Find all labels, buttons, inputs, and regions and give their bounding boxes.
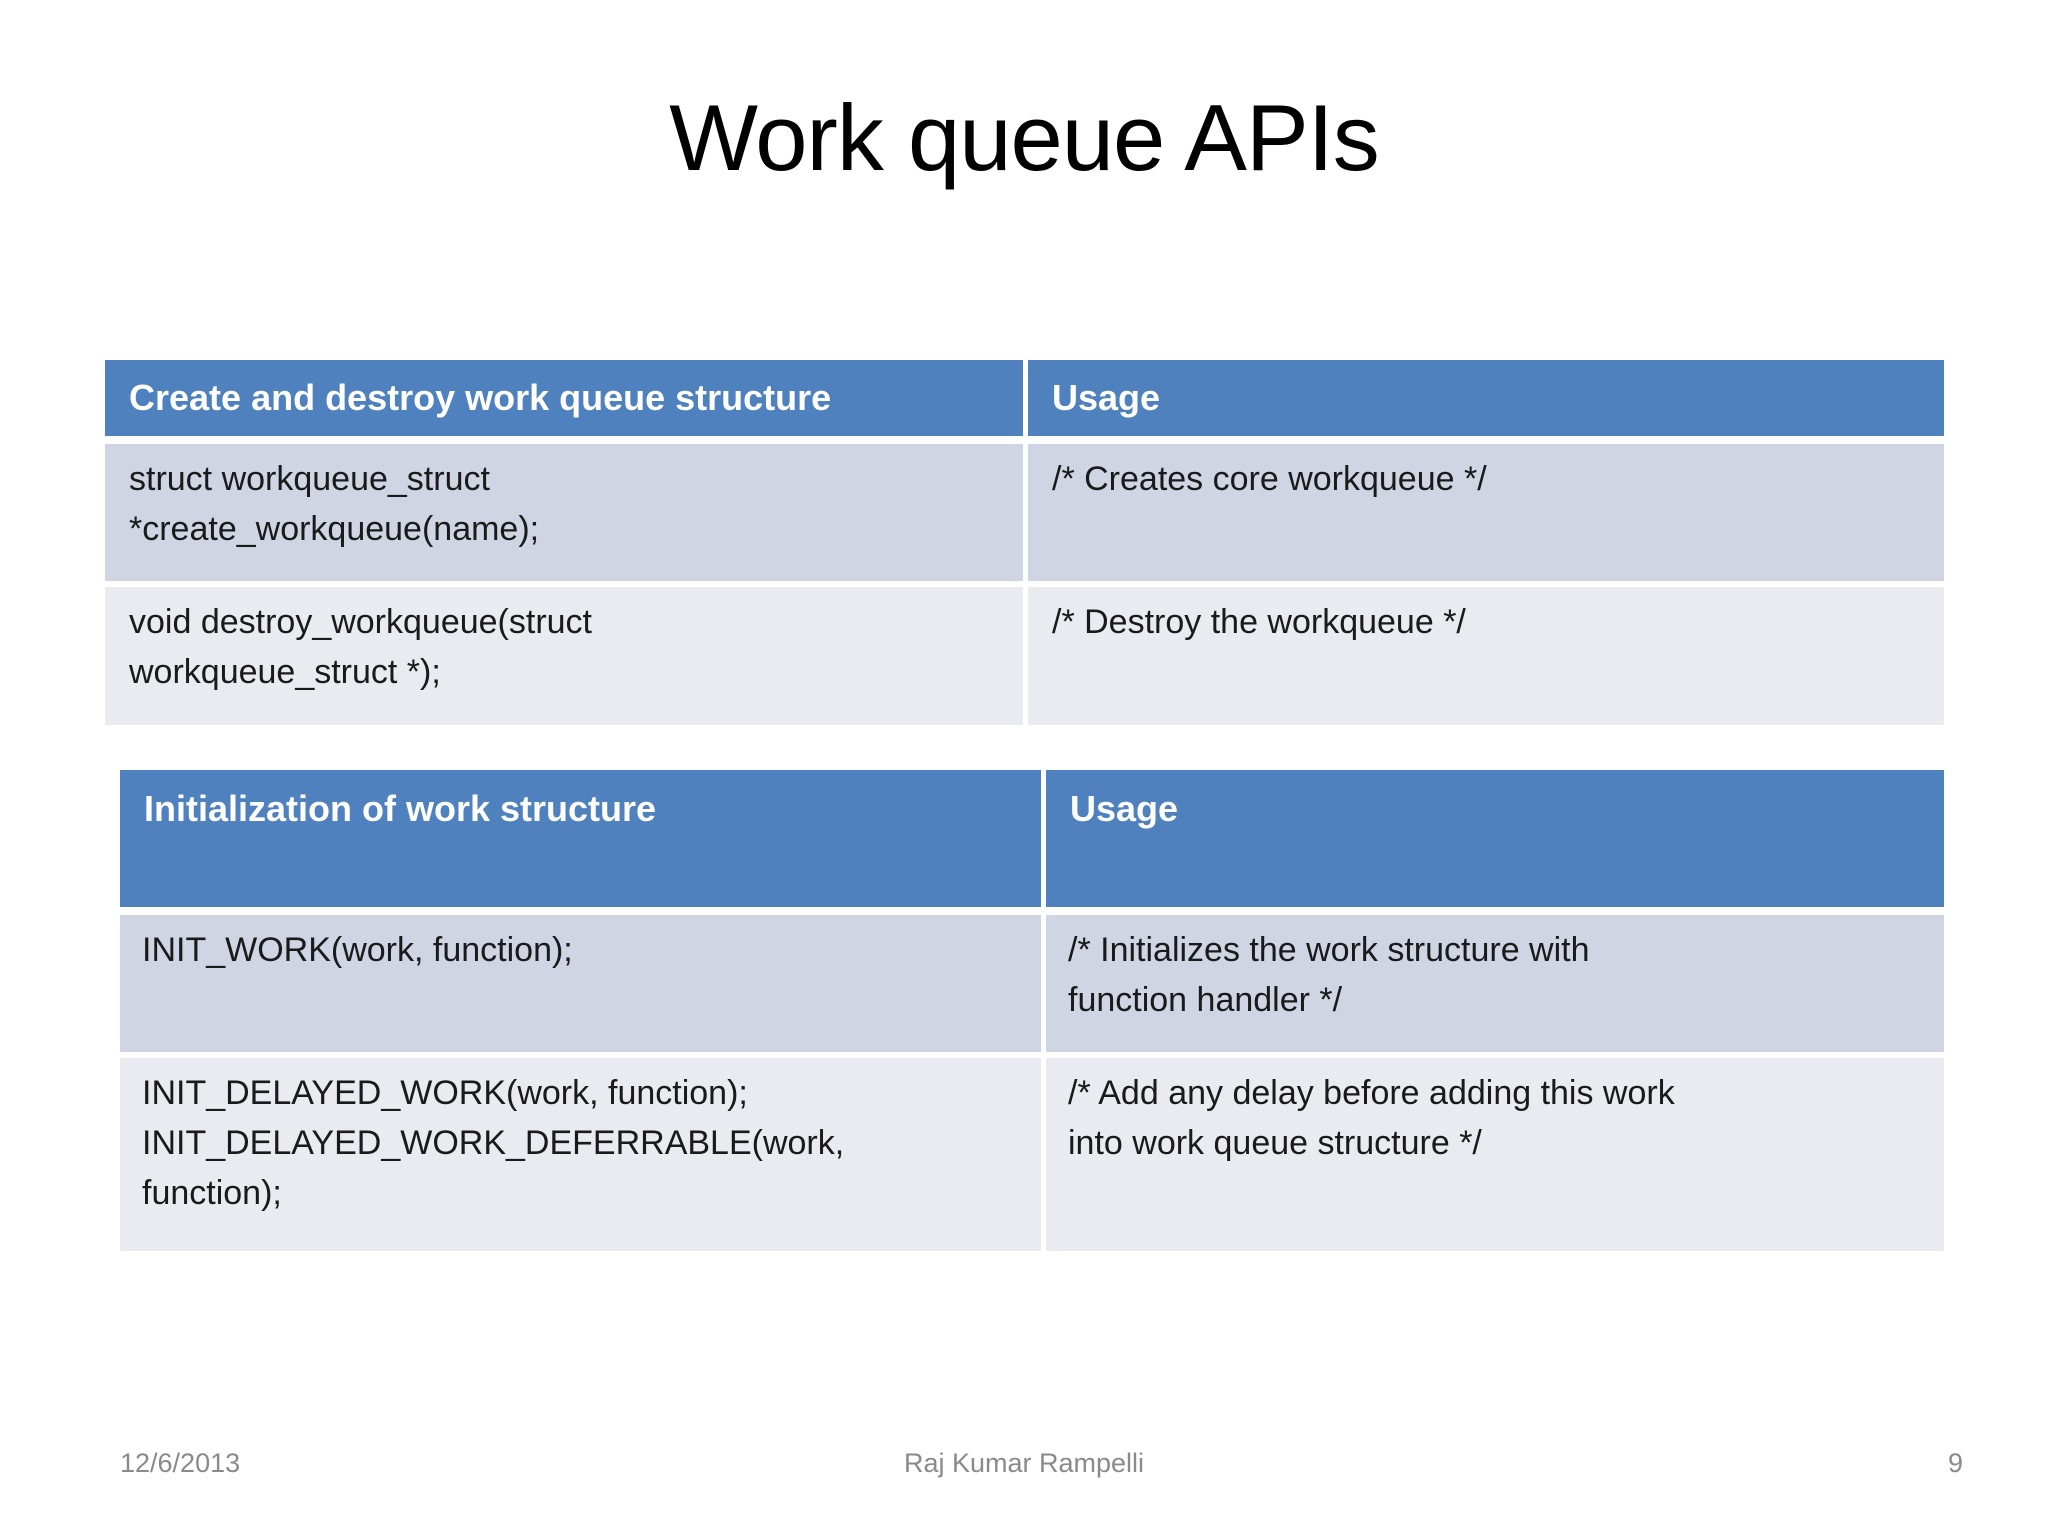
table-row: struct workqueue_struct *create_workqueu…	[105, 444, 1944, 581]
usage-cell-create-workqueue: /* Creates core workqueue */	[1028, 444, 1944, 581]
footer-author: Raj Kumar Rampelli	[903, 1448, 1145, 1478]
table-row: void destroy_workqueue(struct workqueue_…	[105, 587, 1944, 725]
slide-footer: 12/6/2013 Raj Kumar Rampelli 9	[0, 1448, 2048, 1488]
api-cell-init-delayed-work: INIT_DELAYED_WORK(work, function); INIT_…	[120, 1058, 1041, 1251]
usage-cell-destroy-workqueue: /* Destroy the workqueue */	[1028, 587, 1944, 725]
slide-title: Work queue APIs	[669, 85, 1380, 190]
footer-date: 12/6/2013	[120, 1448, 241, 1478]
table-header-row: Create and destroy work queue structure …	[105, 360, 1944, 436]
api-cell-create-workqueue: struct workqueue_struct *create_workqueu…	[105, 444, 1023, 581]
footer-page-number: 9	[1947, 1448, 1963, 1478]
usage-cell-init-work: /* Initializes the work structure with f…	[1046, 915, 1944, 1052]
table-create-destroy-workqueue: Create and destroy work queue structure …	[105, 360, 1944, 725]
header-cell-initialization: Initialization of work structure	[120, 770, 1041, 907]
table-init-work-structure: Initialization of work structure Usage I…	[120, 770, 1944, 1251]
table-header-row: Initialization of work structure Usage	[120, 770, 1944, 907]
header-cell-usage: Usage	[1046, 770, 1944, 907]
table-row: INIT_DELAYED_WORK(work, function); INIT_…	[120, 1058, 1944, 1251]
usage-cell-init-delayed-work: /* Add any delay before adding this work…	[1046, 1058, 1944, 1251]
api-cell-destroy-workqueue: void destroy_workqueue(struct workqueue_…	[105, 587, 1023, 725]
api-cell-init-work: INIT_WORK(work, function);	[120, 915, 1041, 1052]
table-row: INIT_WORK(work, function); /* Initialize…	[120, 915, 1944, 1052]
header-cell-create-destroy: Create and destroy work queue structure	[105, 360, 1023, 436]
header-cell-usage: Usage	[1028, 360, 1944, 436]
